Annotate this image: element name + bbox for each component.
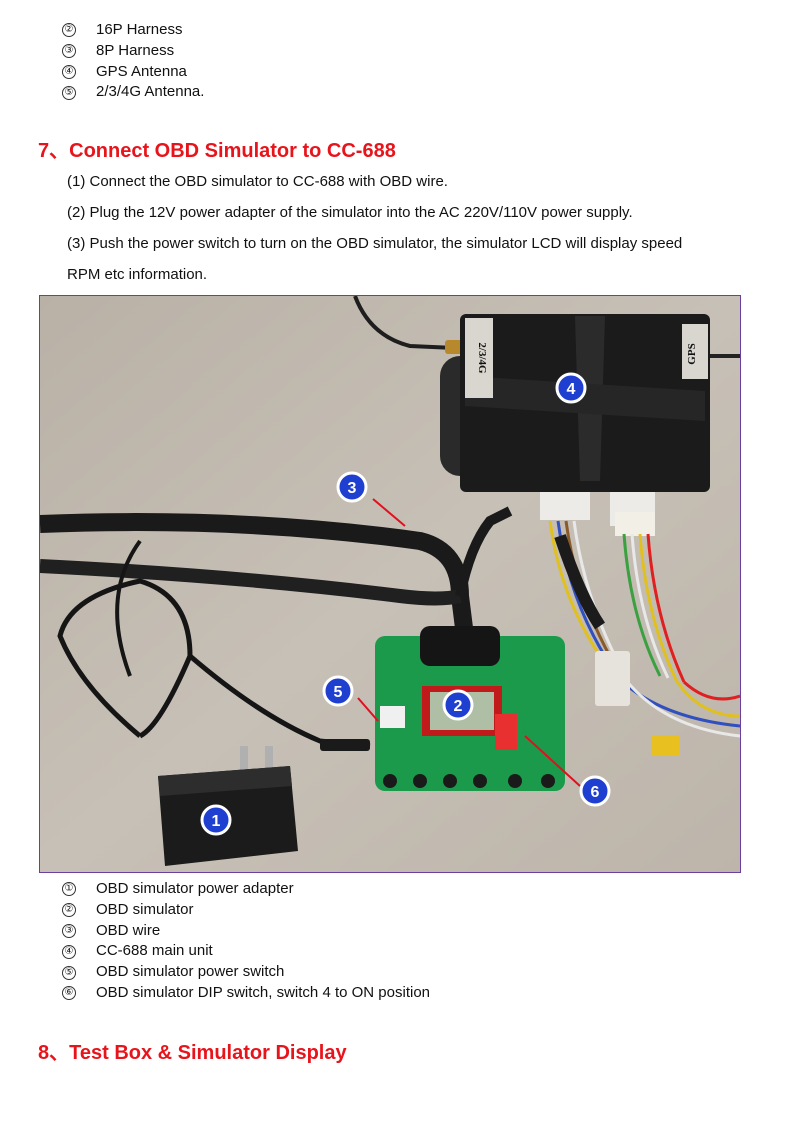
list-item: ② 16P Harness xyxy=(62,20,204,41)
list-item: ④ CC-688 main unit xyxy=(62,941,430,962)
svg-text:4: 4 xyxy=(567,381,576,398)
item-number: ④ xyxy=(62,944,76,959)
adapter-cable xyxy=(188,654,371,749)
item-number: ⑤ xyxy=(62,965,76,980)
svg-text:2: 2 xyxy=(454,698,463,715)
item-number: ④ xyxy=(62,64,76,79)
setup-illustration: 2/3/4G GPS xyxy=(40,296,740,872)
setup-photo: 2/3/4G GPS xyxy=(39,295,741,873)
item-number: ② xyxy=(62,903,76,918)
svg-text:1: 1 xyxy=(212,813,221,830)
section-8-heading: 8、Test Box & Simulator Display xyxy=(38,1042,347,1064)
item-number: ③ xyxy=(62,923,76,938)
list-item: ⑥ OBD simulator DIP switch, switch 4 to O… xyxy=(62,983,430,1004)
badge-2: 2 xyxy=(442,689,474,721)
component-list: ① OBD simulator power adapter ② OBD simula… xyxy=(62,879,430,1004)
item-text: OBD wire xyxy=(96,921,161,939)
unit-label-gps: GPS xyxy=(686,343,698,364)
item-number: ③ xyxy=(62,44,76,59)
badge-5: 5 xyxy=(322,675,354,707)
item-number: ② xyxy=(62,23,76,38)
item-number: ① xyxy=(62,882,76,897)
harness-fuse xyxy=(652,736,680,756)
callout-arrows xyxy=(357,498,581,787)
item-text: 16P Harness xyxy=(96,21,183,38)
svg-text:6: 6 xyxy=(591,784,600,801)
item-text: 8P Harness xyxy=(96,41,175,59)
list-item: ③ OBD wire xyxy=(62,921,430,942)
badge-6: 6 xyxy=(579,775,611,807)
step-3-cont: RPM etc information. xyxy=(67,266,208,283)
harness-list: ② 16P Harness ③ 8P Harness ④ GPS Antenna ⑤ 2… xyxy=(62,20,204,103)
antenna-cable xyxy=(353,296,456,350)
unit-label-2-3-4g: 2/3/4G xyxy=(476,342,488,374)
step-2: (2) Plug the 12V power adapter of the si… xyxy=(67,204,633,221)
callout-badges: 1 2 3 4 5 6 xyxy=(200,372,611,836)
item-text: GPS Antenna xyxy=(96,62,187,80)
list-item: ④ GPS Antenna xyxy=(62,62,204,83)
item-text: OBD simulator power switch xyxy=(96,963,285,981)
badge-1: 1 xyxy=(200,804,232,836)
list-item: ③ 8P Harness xyxy=(62,41,204,62)
item-text: 2/3/4G Antenna. xyxy=(96,83,205,101)
item-text: OBD simulator DIP switch, switch 4 to ON… xyxy=(96,983,430,1001)
step-1: (1) Connect the OBD simulator to CC-688 … xyxy=(67,173,448,190)
section-7-heading: 7、Connect OBD Simulator to CC-688 xyxy=(38,140,396,162)
obd-flat-wire xyxy=(40,513,474,638)
list-item: ⑤ OBD simulator power switch xyxy=(62,962,430,983)
badge-4: 4 xyxy=(555,372,587,404)
item-number: ⑥ xyxy=(62,986,76,1001)
list-item: ⑤ 2/3/4G Antenna. xyxy=(62,82,204,103)
item-number: ⑤ xyxy=(62,85,76,100)
item-text: CC-688 main unit xyxy=(96,942,213,960)
item-text: OBD simulator xyxy=(96,900,194,918)
svg-text:3: 3 xyxy=(348,480,357,497)
step-3: (3) Push the power switch to turn on the… xyxy=(67,235,683,252)
svg-text:5: 5 xyxy=(334,684,343,701)
cc688-main-unit: 2/3/4G GPS xyxy=(440,314,710,536)
harness-connector xyxy=(595,651,630,706)
badge-3: 3 xyxy=(336,471,368,503)
adapter-cable-coil xyxy=(57,578,193,739)
list-item: ② OBD simulator xyxy=(62,900,430,921)
item-text: OBD simulator power adapter xyxy=(96,880,294,897)
list-item: ① OBD simulator power adapter xyxy=(62,879,430,900)
